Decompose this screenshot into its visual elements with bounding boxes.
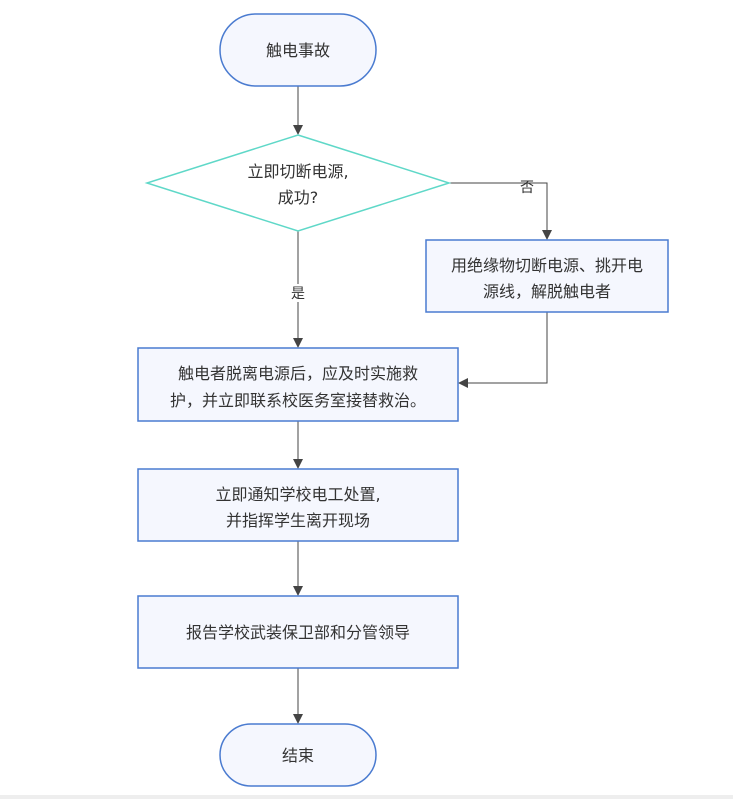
- start-node: 触电事故: [219, 13, 377, 87]
- rescue-node-line2: 护，并立即联系校医务室接替救治。: [170, 391, 426, 410]
- edge-decision-no: [449, 182, 552, 240]
- insulate-node: 用绝缘物切断电源、挑开电 源线，解脱触电者: [425, 239, 669, 313]
- bottom-divider: [0, 795, 733, 799]
- start-node-label: 触电事故: [266, 41, 330, 60]
- rescue-node: 触电者脱离电源后，应及时实施救 护，并立即联系校医务室接替救治。: [137, 347, 459, 422]
- edge-label-no: 否: [520, 180, 534, 196]
- insulate-node-line2: 源线，解脱触电者: [483, 282, 611, 301]
- rescue-node-line1: 触电者脱离电源后，应及时实施救: [178, 364, 418, 383]
- end-node-label: 结束: [282, 746, 314, 765]
- decision-node: 立即切断电源, 成功?: [144, 134, 452, 232]
- edges: 是 否: [288, 86, 552, 724]
- notify-node-line2: 并指挥学生离开现场: [226, 511, 370, 530]
- edge-insulate-to-rescue: [458, 312, 548, 388]
- notify-node-line1: 立即通知学校电工处置,: [215, 485, 380, 504]
- report-node-label: 报告学校武装保卫部和分管领导: [186, 623, 410, 642]
- insulate-node-line1: 用绝缘物切断电源、挑开电: [451, 256, 643, 275]
- report-node: 报告学校武装保卫部和分管领导: [137, 595, 459, 669]
- decision-node-line1: 立即切断电源,: [247, 162, 348, 181]
- notify-node: 立即通知学校电工处置, 并指挥学生离开现场: [137, 468, 459, 542]
- end-node: 结束: [219, 723, 377, 787]
- edge-label-yes: 是: [291, 286, 305, 302]
- decision-node-line2: 成功?: [278, 188, 319, 207]
